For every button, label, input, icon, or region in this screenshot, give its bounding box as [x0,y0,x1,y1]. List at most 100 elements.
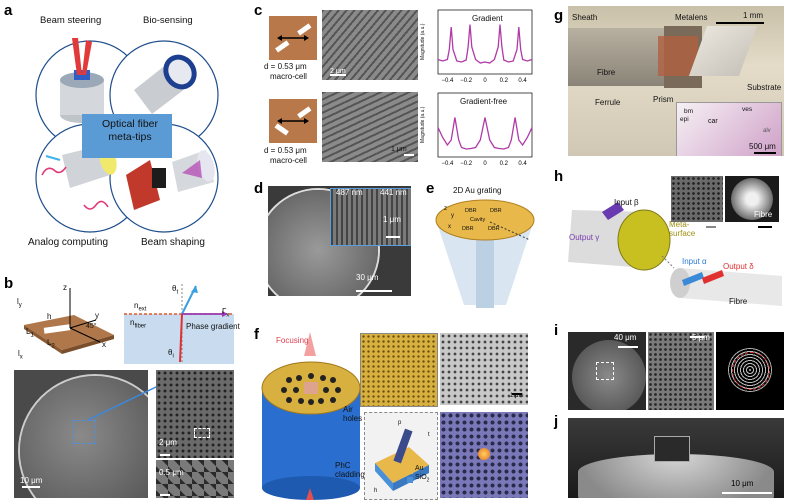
g-alv: alv [763,128,771,134]
i-optical-image [716,332,784,410]
c-xtick: −0.2 [460,78,473,84]
h-sem-fibre [725,176,779,222]
c-xtick: 0 [483,161,487,167]
f-sio2-swatch [407,477,413,483]
j-scale-10: 10 μm [731,479,754,488]
panel-letter-j: j [554,413,559,430]
g-car: car [708,118,718,125]
h-scale-1 [706,226,716,228]
g-substrate: Substrate [747,83,782,92]
f-air-2: holes [343,414,363,423]
f-air-1: Air [343,405,353,414]
g-epi: epi [680,116,689,123]
b-gamma-sub: x [226,312,230,319]
panel-a-diagram [35,38,219,233]
f-au: Au [415,465,424,472]
label-beam-steering: Beam steering [40,15,102,26]
f-phc-1: PhC [335,461,351,470]
c-plot-bot-ylabel: Magnitude (a.u.) [420,106,426,143]
i-sem-fiber [568,332,646,410]
g-fibre: Fibre [597,68,616,77]
f-sem-lens [440,333,528,405]
c-top-sem [322,10,418,80]
c-gradient-series [437,24,533,64]
f-scale-1: 1 μm [510,393,524,399]
d-w1: 487 nm [336,188,363,197]
panel-letter-c: c [254,2,263,19]
f-au-swatch [407,468,413,474]
panel-letter-a: a [4,2,13,19]
i-scale-40: 40 μm [614,333,637,342]
panel-letter-h: h [554,168,564,185]
h-fibre: Fibre [729,297,748,306]
panel-letter-e: e [426,180,435,197]
c-plot-top-ylabel: Magnitude (a.u.) [420,23,426,60]
c-xtick: −0.4 [441,78,454,84]
h-fibre-inset: Fibre [754,210,773,219]
c-d-bot-2: macro-cell [270,156,307,165]
i-sem-array [648,332,714,410]
d-scale-30: 30 μm [356,273,379,282]
panel-letter-d: d [254,180,264,197]
e-fiber-diagram [435,199,535,308]
c-plot-gradient: −0.4 −0.2 0 0.2 0.4 [437,9,533,84]
b-scale-10: 10 μm [20,476,43,485]
f-h: h [374,488,378,494]
b-theta-i-sub: i [172,353,174,360]
b-scale-2: 2 μm [159,438,177,447]
b-h: h [47,312,52,321]
b-sem-fiber-image [14,370,148,498]
c-xtick: 0.4 [518,78,527,84]
i-scale-5: 5 μm [692,333,710,342]
center-line2: meta-tips [108,131,152,143]
b-angle: 45° [86,323,97,330]
b-lx: l [18,349,20,358]
b-n-fiber: n [130,318,135,327]
g-ves: ves [742,106,753,113]
g-bm: bm [684,108,694,115]
c-scale-1: 1 μm [391,146,407,153]
f-fiber-diagram [261,332,361,500]
b-scale-05: 0.5 μm [159,468,184,477]
f-sio2: SiO [415,474,427,481]
c-xtick: −0.2 [460,161,473,167]
c-bot-cell [269,99,317,143]
e-cavity: Cavity [470,217,486,223]
h-sem-array [671,176,723,222]
e-dbr-4: DBR [488,226,500,232]
c-xtick: 0.2 [500,78,509,84]
g-photo [568,6,784,156]
f-t: t [428,432,430,438]
refraction-diagram [124,284,234,364]
unit-cell-diagram [24,288,114,354]
c-xtick: 0 [483,78,487,84]
c-bot-sem [322,92,418,162]
b-zoom-arrow [87,385,159,421]
e-title: 2D Au grating [453,186,502,195]
f-p: p [398,420,402,426]
b-n-ext-sub: ext [138,306,147,313]
b-l2: L [47,338,52,347]
d-sem-image [268,186,411,296]
e-dbr-2: DBR [490,208,502,214]
panel-letter-g: g [554,7,564,24]
f-sio2-sub: 2 [426,477,430,484]
b-ly-sub: y [18,302,22,309]
c-plot-bot-title: Gradient-free [460,97,508,106]
label-analog-computing: Analog computing [28,237,109,248]
g-scale-500: 500 μm [749,142,776,151]
b-theta-t: θ [172,284,177,293]
b-phase-gradient: Phase gradient [186,322,240,331]
j-sem-image [568,418,784,498]
f-focusing: Focusing [276,336,309,345]
c-scale-2: 2 μm [330,68,346,75]
f-zoom-lens [360,333,438,407]
b-n-ext: n [134,301,139,310]
b-axis-z: z [63,283,67,292]
g-sheath: Sheath [572,13,598,22]
h-fiber-diagram [568,202,782,306]
h-scale-2 [758,226,772,228]
h-input-alpha: Input α [682,257,707,266]
c-d-top-2: macro-cell [270,72,307,81]
